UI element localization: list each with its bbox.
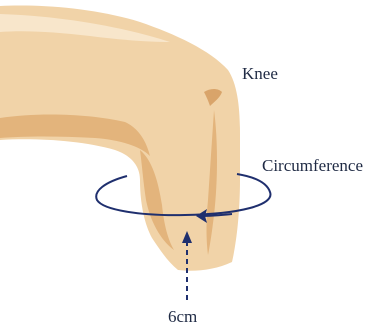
circumference-label: Circumference: [262, 157, 363, 174]
knee-label: Knee: [242, 65, 278, 82]
distance-label: 6cm: [168, 308, 197, 325]
leg-illustration: [0, 6, 240, 271]
